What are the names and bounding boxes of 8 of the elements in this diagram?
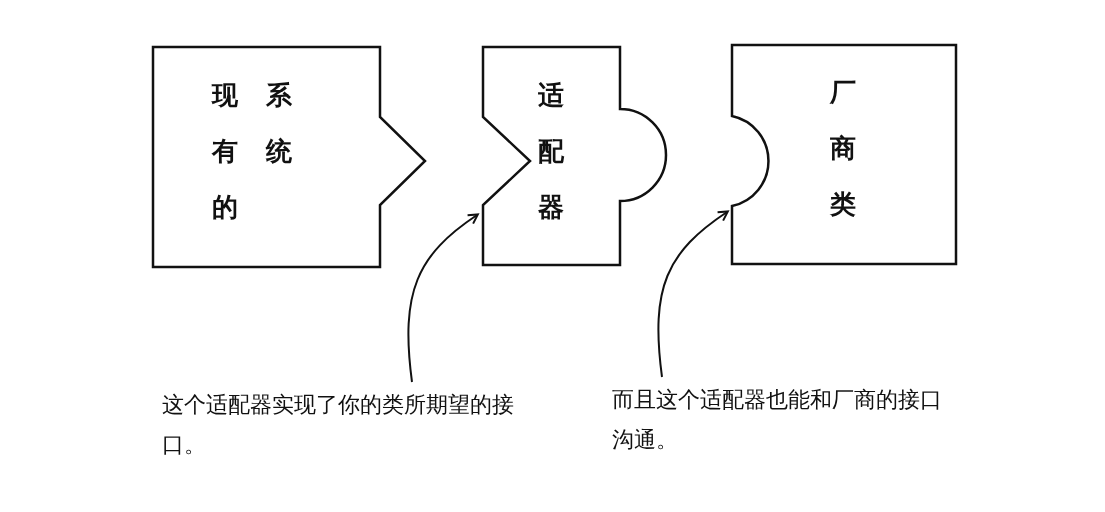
piece-label: 现有的系统: [212, 79, 292, 224]
puzzle-piece: [730, 42, 960, 268]
piece-label: 厂商类: [830, 76, 857, 221]
leader-line: [657, 210, 729, 378]
callout-text: 这个适配器实现了你的类所期望的接口。: [162, 391, 515, 459]
piece-label: 适配器: [538, 79, 565, 224]
callout-text: 而且这个适配器也能和厂商的接口沟通。: [612, 386, 943, 454]
leader-line: [407, 213, 479, 383]
